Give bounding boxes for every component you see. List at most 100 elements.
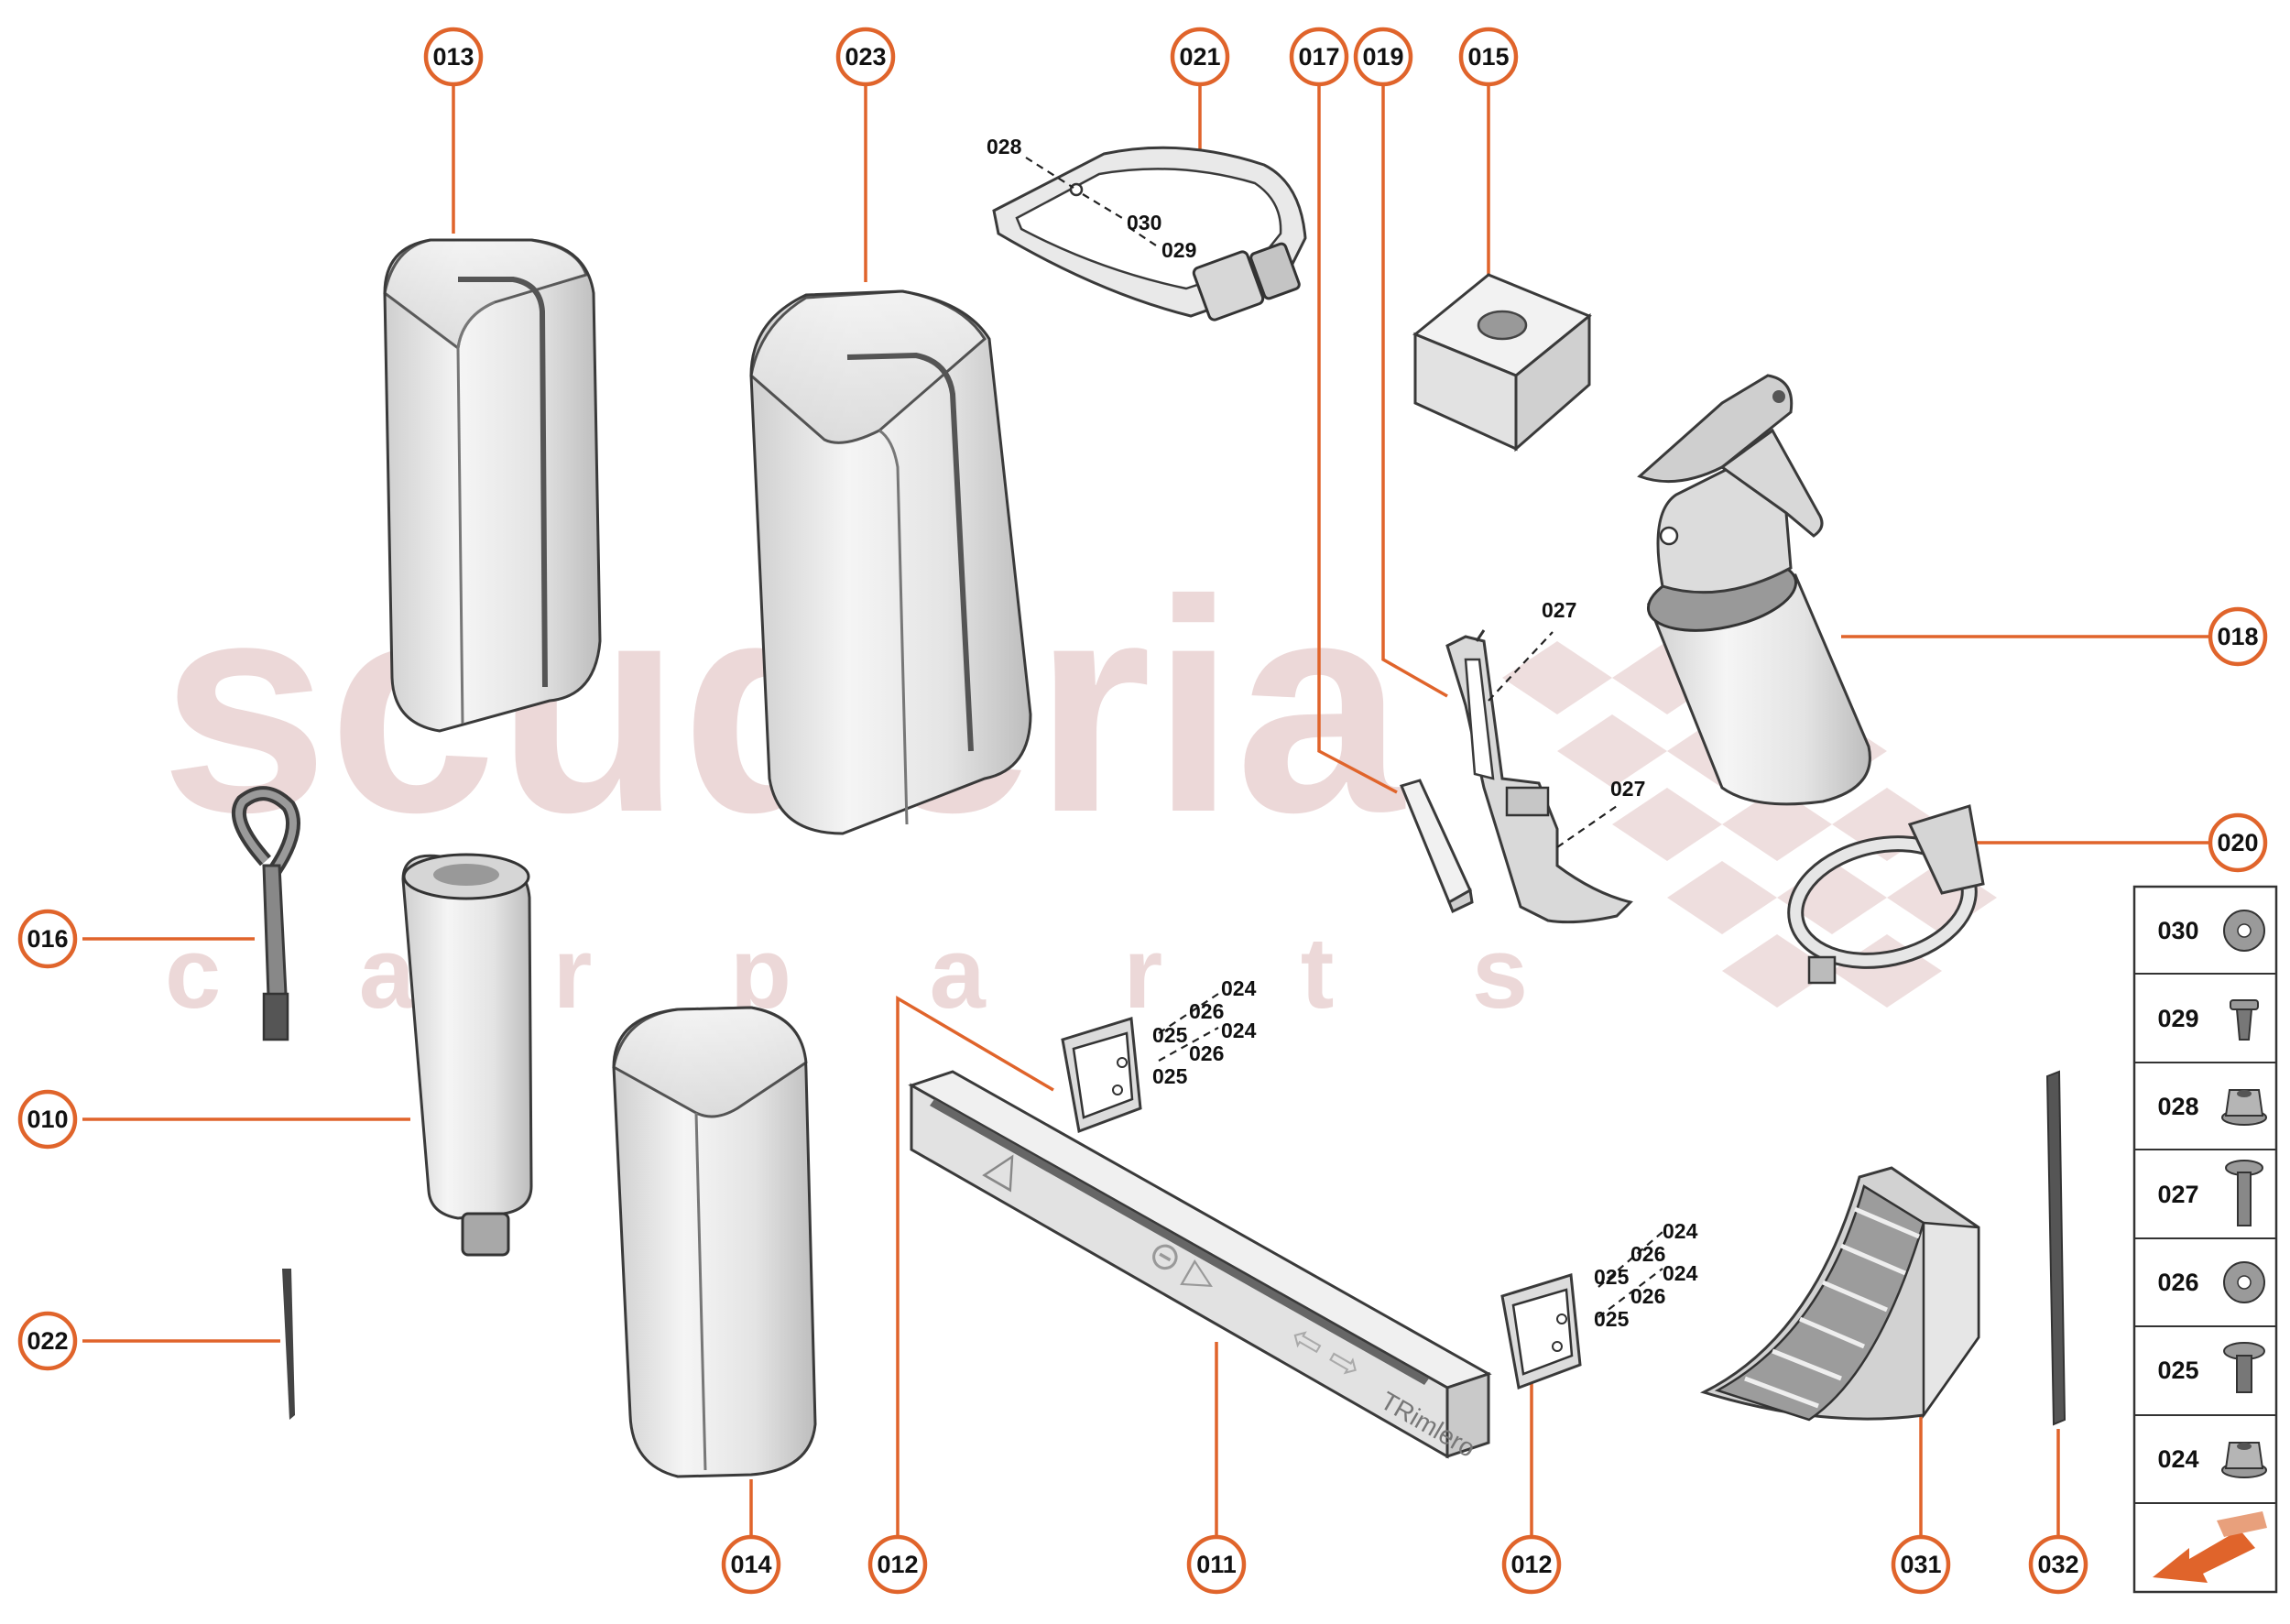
callout-012-left[interactable]: 012 [867, 1534, 928, 1595]
callout-015[interactable]: 015 [1458, 27, 1519, 87]
part-011-triangle-case: △ ⊝ ▷ ⇦ ⇨ TRimlero [908, 1070, 1492, 1463]
part-020-clamp [1787, 804, 1985, 985]
sublabel-024-a2: 024 [1221, 1019, 1257, 1042]
callout-014[interactable]: 014 [721, 1534, 781, 1595]
svg-text:011: 011 [1196, 1551, 1237, 1578]
flange-bolt-icon [2223, 1342, 2265, 1393]
sublabel-026-a2: 026 [1189, 1041, 1224, 1065]
callout-031[interactable]: 031 [1891, 1534, 1951, 1595]
callout-013[interactable]: 013 [423, 27, 484, 87]
part-010-bottle [401, 853, 533, 1257]
part-018-fire-extinguisher [1637, 374, 1871, 806]
sublabel-025-a1: 025 [1152, 1023, 1188, 1047]
callout-021[interactable]: 021 [1170, 27, 1230, 87]
svg-text:023: 023 [845, 43, 886, 71]
sublabel-026-b2: 026 [1630, 1284, 1665, 1308]
leader-lines [82, 84, 2210, 1537]
svg-text:024: 024 [2157, 1445, 2198, 1473]
svg-text:029: 029 [2157, 1005, 2198, 1032]
svg-text:026: 026 [2157, 1269, 2198, 1296]
svg-text:018: 018 [2217, 623, 2258, 650]
svg-text:019: 019 [1362, 43, 1403, 71]
sublabel-024-a1: 024 [1221, 976, 1257, 1000]
callouts: 013 023 021 017 019 015 018 020 016 010 … [17, 27, 2268, 1595]
part-019-bracket [1445, 629, 1633, 924]
legend-row-028: 028 [2157, 1089, 2267, 1126]
flange-nut-icon [2221, 1442, 2267, 1478]
svg-text:015: 015 [1467, 43, 1509, 71]
callout-019[interactable]: 019 [1353, 27, 1413, 87]
sublabel-025-a2: 025 [1152, 1064, 1188, 1088]
svg-text:014: 014 [730, 1551, 771, 1578]
clip-screw-icon [2230, 999, 2259, 1041]
part-023-storage-box [749, 289, 1032, 835]
part-017-insert [1399, 779, 1474, 914]
part-015-foam-block [1412, 273, 1592, 452]
callout-017[interactable]: 017 [1289, 27, 1349, 87]
part-014-storage-box [612, 1006, 817, 1478]
legend-row-030: 030 [2157, 910, 2265, 952]
svg-text:020: 020 [2217, 829, 2258, 856]
flange-nut-icon [2221, 1089, 2267, 1126]
sublabel-024-b2: 024 [1663, 1261, 1698, 1285]
svg-text:017: 017 [1298, 43, 1339, 71]
callout-023[interactable]: 023 [835, 27, 896, 87]
callout-011[interactable]: 011 [1186, 1534, 1247, 1595]
legend-row-027: 027 [2157, 1160, 2263, 1226]
callout-032[interactable]: 032 [2028, 1534, 2088, 1595]
legend-row-029: 029 [2157, 999, 2259, 1041]
svg-text:027: 027 [2157, 1181, 2198, 1208]
callout-020[interactable]: 020 [2208, 812, 2268, 873]
legend-row-025: 025 [2157, 1342, 2265, 1393]
svg-text:010: 010 [27, 1106, 68, 1133]
sub-labels: 028 030 029 027 027 024 026 025 024 026 … [987, 135, 1698, 1331]
sublabel-028: 028 [987, 135, 1022, 158]
watermark-checker [1502, 641, 1997, 1008]
svg-text:012: 012 [877, 1551, 918, 1578]
svg-text:013: 013 [432, 43, 474, 71]
part-016-towing-eye [232, 786, 300, 1041]
sublabel-027-lower: 027 [1610, 777, 1645, 801]
part-031-wheel-chock [1699, 1166, 1980, 1422]
svg-text:031: 031 [1900, 1551, 1941, 1578]
callout-012-right[interactable]: 012 [1501, 1534, 1562, 1595]
svg-text:030: 030 [2157, 917, 2198, 944]
front-arrow-icon [2153, 1511, 2267, 1583]
callout-010[interactable]: 010 [17, 1089, 78, 1150]
washer-icon [2223, 910, 2265, 952]
hardware-legend: 030 029 028 027 [2132, 885, 2278, 1594]
dash-group-a [1158, 993, 1219, 1062]
callout-018[interactable]: 018 [2208, 606, 2268, 667]
legend-row-024: 024 [2157, 1442, 2267, 1478]
svg-text:016: 016 [27, 925, 68, 953]
sublabel-025-b2: 025 [1594, 1307, 1630, 1331]
svg-text:025: 025 [2157, 1357, 2198, 1384]
sublabel-029: 029 [1161, 238, 1196, 262]
part-012-bracket-left [1061, 1017, 1142, 1134]
sublabel-026-a1: 026 [1189, 999, 1224, 1023]
part-013-storage-box [383, 238, 602, 733]
part-032-rod [2045, 1070, 2066, 1426]
svg-text:022: 022 [27, 1327, 68, 1355]
sublabel-030: 030 [1127, 211, 1161, 234]
svg-text:021: 021 [1179, 43, 1220, 71]
washer-icon [2223, 1261, 2265, 1303]
sublabel-024-b1: 024 [1663, 1219, 1698, 1243]
svg-text:028: 028 [2157, 1093, 2198, 1120]
sublabel-025-b1: 025 [1594, 1265, 1630, 1289]
watermark-sub: c a r p a r t s [165, 917, 1583, 1030]
sublabel-026-b1: 026 [1630, 1242, 1665, 1266]
part-022-pin [282, 1269, 295, 1420]
part-021-strap [992, 146, 1307, 322]
legend-row-026: 026 [2157, 1261, 2265, 1303]
part-012-bracket-right [1500, 1273, 1582, 1390]
dash-group-b [1598, 1231, 1663, 1318]
callout-022[interactable]: 022 [17, 1311, 78, 1371]
svg-text:032: 032 [2037, 1551, 2078, 1578]
long-bolt-icon [2225, 1160, 2263, 1226]
sublabel-027-upper: 027 [1542, 598, 1576, 622]
svg-text:012: 012 [1510, 1551, 1552, 1578]
callout-016[interactable]: 016 [17, 909, 78, 969]
